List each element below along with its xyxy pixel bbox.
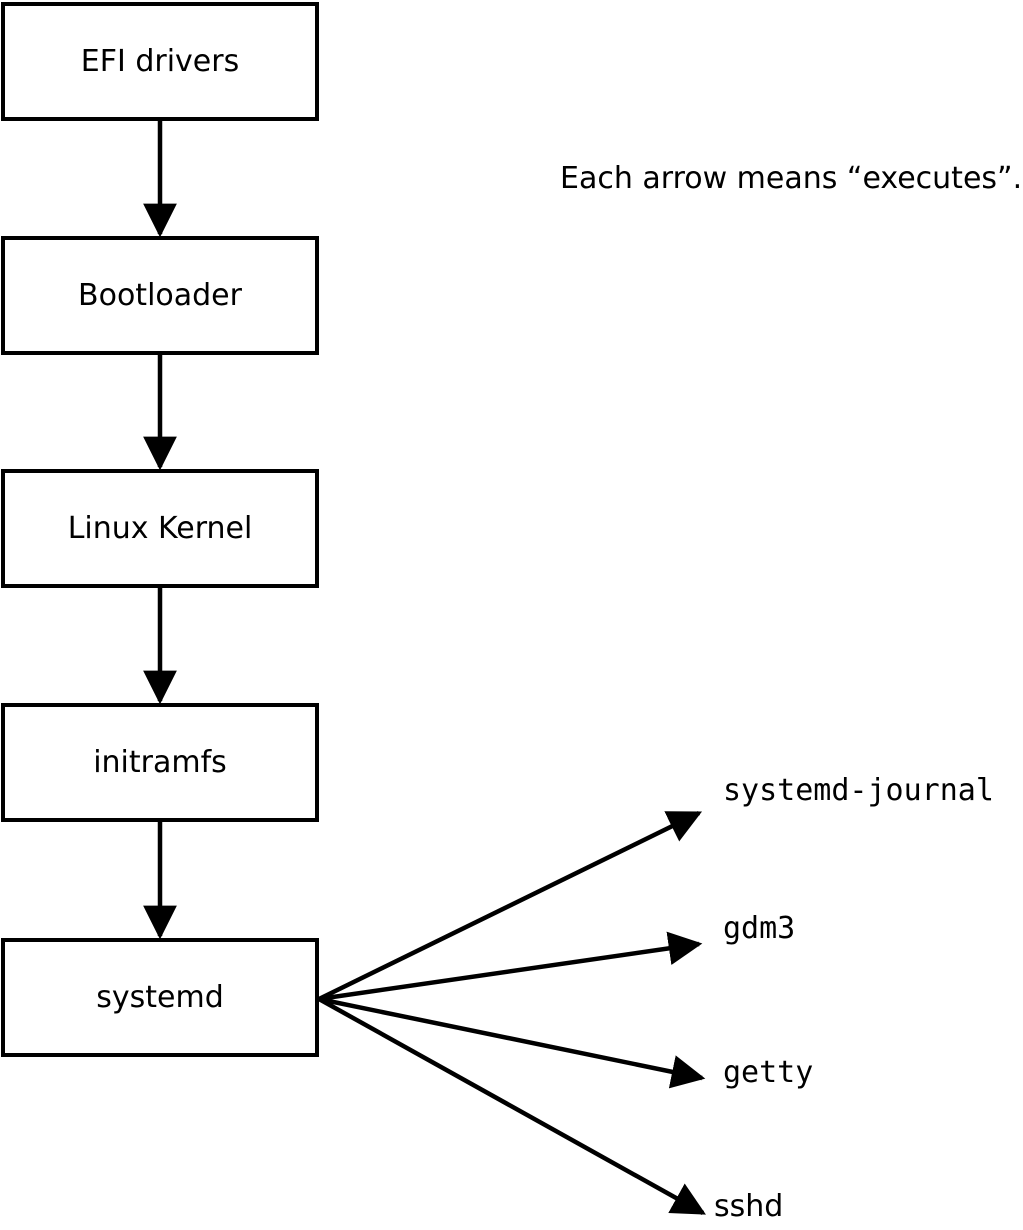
proc-label-systemd-journal: systemd-journal	[723, 773, 994, 808]
node-box-linux-kernel	[1, 469, 319, 588]
node-label-linux-kernel: Linux Kernel	[67, 510, 253, 546]
arrow-meaning-note: Each arrow means “executes”.	[560, 161, 1023, 196]
node-box-bootloader	[1, 236, 319, 355]
proc-label-getty: getty	[723, 1055, 814, 1090]
arrow-systemd-to-sshd	[317, 997, 706, 1215]
arrow-systemd-to-gdm3	[318, 931, 703, 1002]
arrow-systemd-to-getty	[318, 996, 706, 1089]
node-label-efi-drivers: EFI drivers	[80, 43, 240, 79]
node-box-initramfs	[1, 703, 319, 822]
proc-label-sshd: sshd	[714, 1189, 784, 1224]
proc-label-gdm3: gdm3	[723, 911, 796, 946]
node-label-initramfs: initramfs	[93, 744, 227, 780]
node-box-efi-drivers	[1, 2, 319, 121]
node-label-bootloader: Bootloader	[78, 277, 242, 313]
node-box-systemd	[1, 938, 319, 1057]
node-label-systemd: systemd	[96, 979, 224, 1015]
arrow-systemd-to-systemd-journal	[318, 810, 703, 1002]
